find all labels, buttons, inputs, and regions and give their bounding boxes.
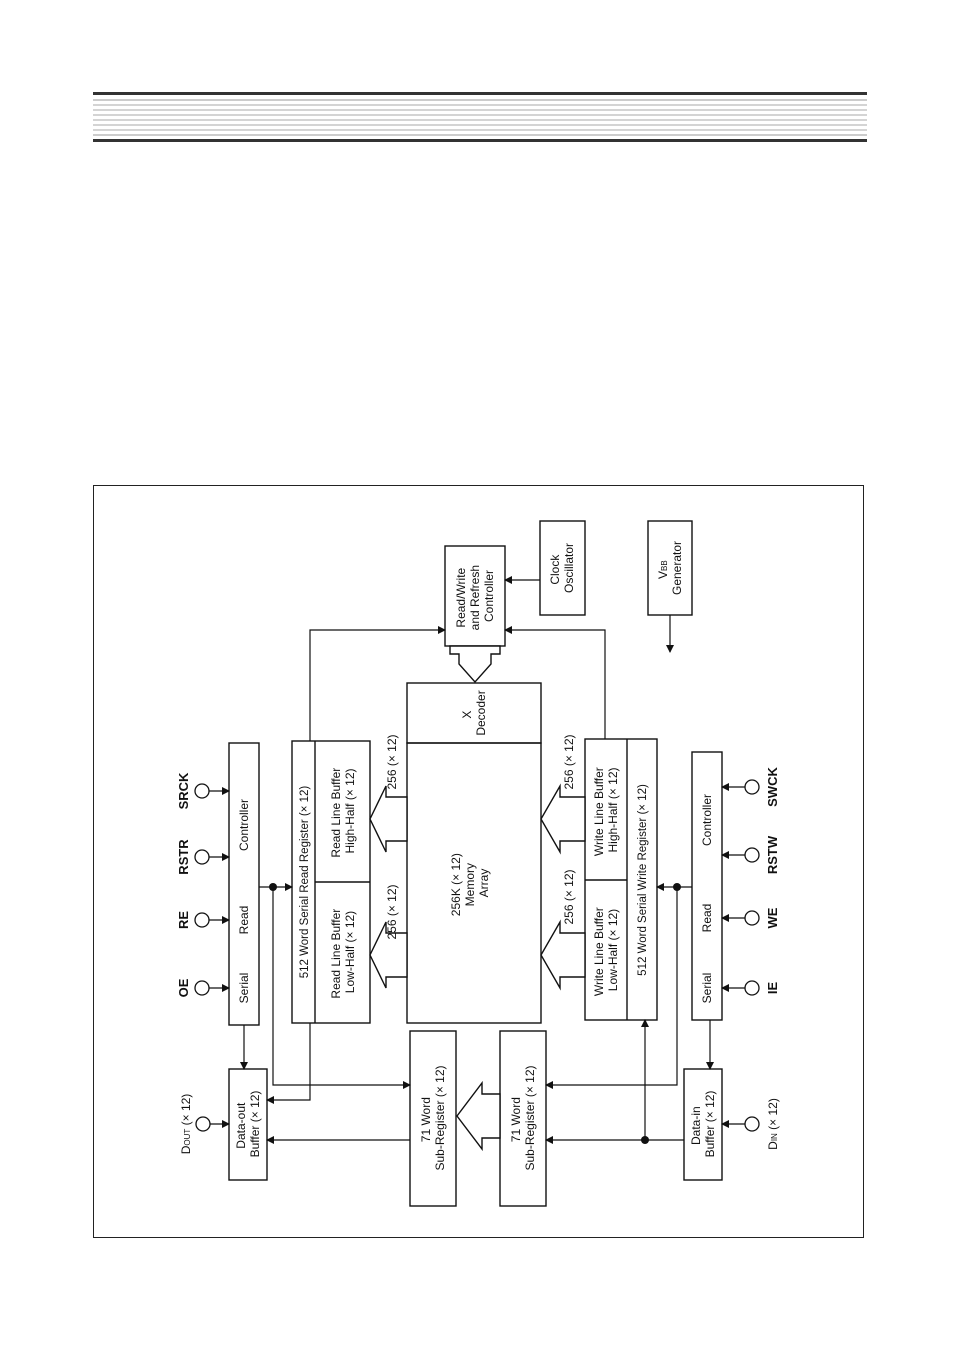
bus-label-write-high: 256 (× 12) — [562, 734, 576, 789]
write-controller-block — [691, 751, 723, 1021]
pin-ie-label: IE — [765, 982, 780, 995]
header-rule — [93, 92, 867, 142]
read-controller-controller: Controller — [237, 799, 251, 851]
bus-label-read-high: 256 (× 12) — [385, 734, 399, 789]
memory-array-label: 256K (× 12) Memory Array — [449, 850, 491, 916]
x-decoder-block — [406, 682, 542, 744]
bus-label-write-low: 256 (× 12) — [562, 869, 576, 924]
read-controller-serial: Serial — [237, 973, 251, 1004]
data-out-buffer-label: Data-out Buffer (× 12) — [234, 1091, 262, 1158]
read-controller-read: Read — [237, 906, 251, 935]
pin-dout-circle — [195, 1116, 211, 1132]
diagram-frame — [93, 485, 864, 1238]
sub-register-2-label: 71 Word Sub-Register (× 12) — [509, 1065, 537, 1170]
bus-arrow-sub-register — [456, 1080, 501, 1152]
pin-oe-circle — [194, 980, 210, 996]
clock-oscillator-label: Clock Oscillator — [548, 543, 576, 593]
bus-arrow-write-low — [540, 919, 586, 991]
write-buffer-low-label: Write Line Buffer Low-Half (× 12) — [592, 904, 620, 996]
vbb-generator-label: VBB Generator — [656, 541, 684, 595]
pin-oe-label: OE — [176, 978, 191, 997]
bus-label-read-low: 256 (× 12) — [385, 884, 399, 939]
pin-swck-circle — [744, 779, 760, 795]
pin-rstr-label: RSTR — [176, 839, 191, 875]
bus-arrow-write-high — [540, 783, 586, 855]
x-decoder-label: X Decoder — [460, 690, 488, 735]
pin-re-label: RE — [176, 911, 191, 929]
read-buffer-high-label: Read Line Buffer High-Half (× 12) — [329, 764, 357, 857]
data-in-buffer-label: Data-in Buffer (× 12) — [689, 1091, 717, 1158]
read-buffer-low-label: Read Line Buffer Low-Half (× 12) — [329, 905, 357, 998]
write-controller-read: Read — [700, 904, 714, 933]
pin-rstw-label: RSTW — [765, 835, 780, 874]
bus-arrow-read-low — [369, 921, 408, 989]
pin-re-circle — [194, 912, 210, 928]
pin-ie-circle — [744, 980, 760, 996]
write-controller-serial: Serial — [700, 973, 714, 1004]
bus-arrow-read-high — [369, 785, 408, 853]
pin-srck-label: SRCK — [176, 772, 191, 809]
clock-oscillator-block — [539, 520, 586, 616]
pin-swck-label: SWCK — [765, 767, 780, 807]
sub-register-1-block — [409, 1030, 457, 1207]
pin-din-circle — [744, 1116, 760, 1132]
pin-srck-circle — [194, 783, 210, 799]
pin-dout-label: DOUT (× 12) — [179, 1094, 193, 1155]
pin-we-circle — [744, 910, 760, 926]
bus-arrow-controller-decoder — [449, 645, 501, 684]
read-register-label: 512 Word Serial Read Register (× 12) — [299, 786, 311, 979]
pin-din-label: DIN (× 12) — [766, 1098, 780, 1150]
write-controller-controller: Controller — [700, 794, 714, 846]
pin-we-label: WE — [765, 907, 780, 928]
rw-controller-label: Read/Write and Refresh Controller — [454, 562, 496, 631]
pin-rstr-circle — [194, 849, 210, 865]
pin-rstw-circle — [744, 847, 760, 863]
sub-register-1-label: 71 Word Sub-Register (× 12) — [419, 1065, 447, 1170]
write-buffer-high-label: Write Line Buffer High-Half (× 12) — [592, 764, 620, 856]
write-register-label: 512 Word Serial Write Register (× 12) — [637, 784, 649, 976]
